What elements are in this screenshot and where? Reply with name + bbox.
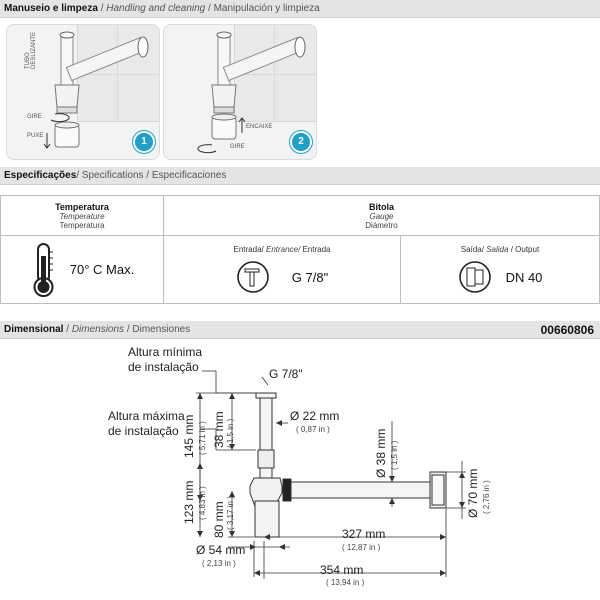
inlet-cell: Entrada/ Entrance/ Entrada G 7/8" [163,235,401,304]
specs-title-pt: Especificações [4,170,77,181]
label-38: 38 mm [212,411,226,448]
temperature-value: 70° C Max. [69,262,135,277]
label-de-instalacao-max: de instalação [108,424,179,438]
gauge-header: Bitola Gauge Diámetro [163,195,600,236]
label-d22-in: ( 0,87 in ) [296,425,330,434]
specs-title-en: Specifications [81,170,144,181]
step-2-badge: 2 [290,131,312,153]
label-g78: G 7/8" [269,367,303,381]
dimensional-title-en: Dimensions [71,324,125,335]
dimensional-title-es: Dimensiones [132,324,191,335]
dimensional-drawing [196,370,466,579]
label-123: 123 mm [182,480,196,524]
label-145-in: ( 5,71 in ) [198,421,207,455]
label-encaixe: ENCAIXE [246,124,273,130]
label-327: 327 mm [342,527,386,541]
outlet-cell: Saída/ Salida / Output DN 40 [400,235,600,304]
label-d22: Ø 22 mm [290,409,340,423]
label-altura-minima: Altura mínima [128,345,203,359]
label-327-in: ( 12,87 in ) [342,543,381,552]
label-d70-in: ( 2,76 in ) [482,480,491,514]
thermometer-icon [33,242,54,297]
label-de-instalacao-min: de instalação [128,360,199,374]
label-altura-maxima: Altura máxima [108,409,185,423]
label-354-in: ( 13,94 in ) [326,578,365,587]
handling-header: Manuseio e limpeza / Handling and cleani… [0,0,600,18]
label-puxe: PUXE [27,133,44,139]
label-145: 145 mm [182,414,196,458]
label-tubo-deslizante: TUBO DESLIZANTE [25,31,37,69]
handling-title-pt: Manuseio e limpeza [4,3,98,14]
dimensional-title-pt: Dimensional [4,324,64,335]
label-d54-in: ( 2,13 in ) [202,559,236,568]
inlet-value: G 7/8" [291,269,329,285]
label-354: 354 mm [320,563,364,577]
temperature-cell: 70° C Max. [0,235,164,304]
label-80-in: ( 3,17 in ) [226,496,235,530]
specs-table: Temperatura Temperature Temperatura Bito… [0,195,600,304]
label-d38: Ø 38 mm [374,428,388,478]
label-d54: Ø 54 mm [196,543,246,557]
label-38-in: ( 1,5 in ) [226,418,235,448]
trap-illustration-1 [43,31,149,149]
step-1-badge: 1 [133,131,155,153]
specs-header: Especificações/ Specifications / Especif… [0,167,600,185]
label-d70: Ø 70 mm [466,468,480,518]
label-123-in: ( 4,83 in ) [198,486,207,520]
label-d38-in: ( 1,5 in ) [390,440,399,470]
handling-title-en: Handling and cleaning [106,3,206,14]
handling-title-es: Manipulación y limpieza [213,3,320,14]
trap-illustration-2 [197,31,306,154]
outlet-pipe-icon [458,261,491,293]
specs-title-es: Especificaciones [151,170,227,181]
temperature-header: Temperatura Temperature Temperatura [0,195,164,236]
dimensional-header: Dimensional / Dimensions / Dimensiones 0… [0,321,600,339]
outlet-value: DN 40 [505,269,543,285]
label-gire-1: GIRE [27,114,42,120]
label-gire-2: GIRE [230,144,245,150]
inlet-thread-icon [236,261,269,293]
label-80: 80 mm [212,501,226,538]
product-code: 00660806 [540,323,594,337]
handling-panel-2: ENCAIXE GIRE 2 [163,24,317,160]
handling-panel-1: TUBO DESLIZANTE GIRE PUXE 1 [6,24,160,160]
